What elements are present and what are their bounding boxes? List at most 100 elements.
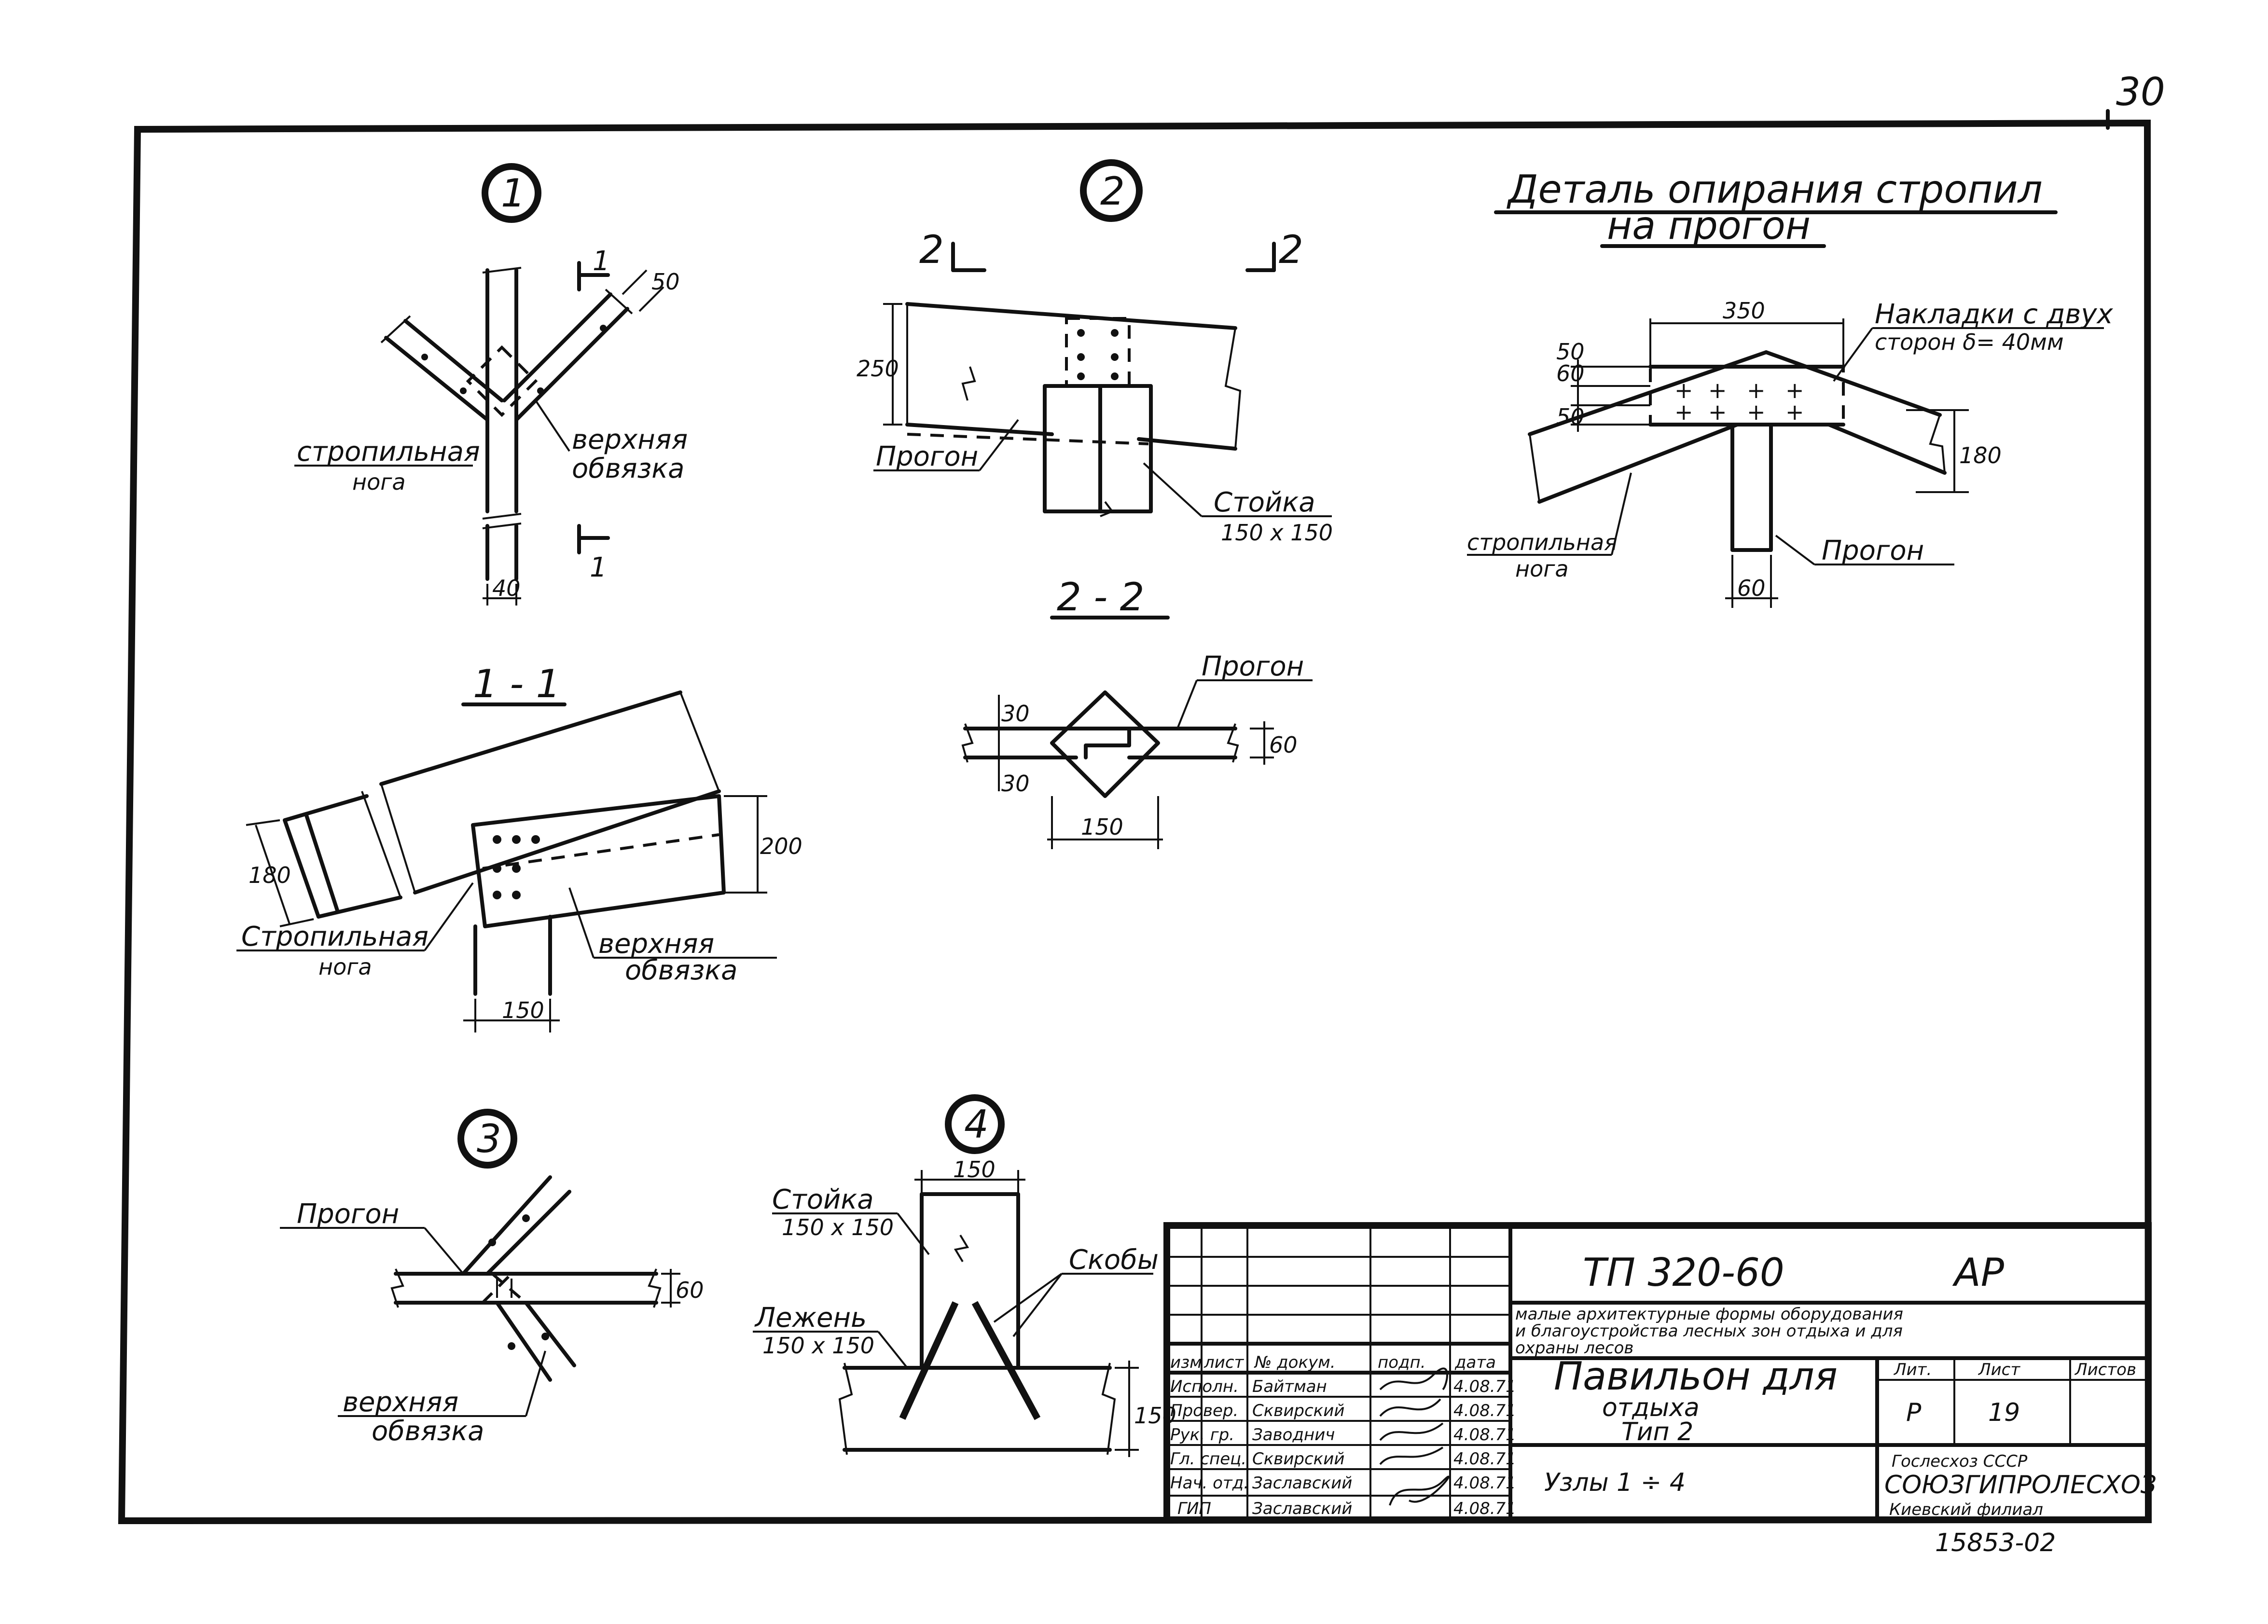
svg-text:+: +: [1747, 399, 1766, 425]
section-2-2-label-purlin: Прогон: [1176, 651, 1313, 729]
node-2-section-mark-left: 2: [919, 227, 944, 272]
title-block-date-2: 4.08.71: [1453, 1401, 1516, 1420]
svg-text:150 х 150: 150 х 150: [782, 1214, 894, 1240]
svg-text:+: +: [1708, 377, 1727, 403]
svg-text:Прогон: Прогон: [297, 1198, 399, 1230]
node-1-dim-width: 40: [492, 575, 521, 601]
detail-rafter-bearing: Деталь опирания стропил на прогон ++++ +…: [1467, 167, 2114, 608]
sheet-number: 30: [2116, 69, 2165, 114]
title-block-role-5: Нач. отд.: [1170, 1473, 1249, 1493]
title-block-sheet-title: Узлы 1 ÷ 4: [1544, 1468, 1686, 1497]
title-block-date-3: 4.08.71: [1453, 1425, 1516, 1445]
node-3: 3 60 Прогон: [280, 1109, 704, 1447]
node-3-label-plate: верхняя обвязка: [338, 1350, 546, 1447]
section-2-2-dim-right: 60: [1269, 732, 1298, 758]
node-2: 2: [857, 159, 1333, 546]
detail-dim-top: 350: [1723, 298, 1765, 324]
svg-text:+: +: [1674, 377, 1693, 403]
node-4-dim-top: 150: [953, 1156, 996, 1183]
title-block-col-doc: № докум.: [1254, 1353, 1336, 1372]
node-3-geometry: [390, 1175, 680, 1382]
svg-text:150 х 150: 150 х 150: [762, 1333, 874, 1359]
title-block-doc-mark: АР: [1952, 1250, 2005, 1295]
node-2-marker: 2: [1080, 159, 1143, 222]
svg-text:нога: нога: [318, 954, 372, 980]
node-4-geometry: [838, 1170, 1139, 1457]
inventory-number: 15853-02: [1935, 1528, 2056, 1557]
svg-text:верхняя: верхняя: [343, 1387, 458, 1418]
title-block-name-6: Заславский: [1252, 1499, 1352, 1518]
section-2-2-geometry: [961, 690, 1274, 849]
node-1: 1: [294, 163, 688, 606]
title-block-lit-header: Лит.: [1893, 1360, 1932, 1379]
node-4: 4 150 150 Стойка 150 х 150: [753, 1094, 1176, 1457]
title-block-name-3: Заводнич: [1252, 1425, 1335, 1445]
section-1-1-dim-h1: 180: [249, 862, 291, 888]
svg-text:Стропильная: Стропильная: [241, 921, 429, 952]
node-2-section-mark-right: 2: [1279, 227, 1303, 272]
svg-text:+: +: [1747, 377, 1766, 403]
title-block-role-6: ГИП: [1177, 1499, 1211, 1518]
section-2-2: 2 - 2 30 30 60 150: [961, 575, 1313, 849]
detail-dim-left-1: 60: [1556, 360, 1585, 386]
node-3-marker: 3: [457, 1109, 517, 1169]
detail-label-plates: Накладки с двух сторон δ= 40мм: [1833, 299, 2114, 382]
title-block-name-1: Байтман: [1252, 1377, 1327, 1396]
svg-text:+: +: [1785, 399, 1804, 425]
section-1-1-dim-w: 150: [502, 997, 544, 1023]
detail-title-line1: Деталь опирания стропил: [1507, 167, 2043, 212]
svg-text:+: +: [1785, 377, 1804, 403]
title-block-signatures: [1379, 1367, 1450, 1506]
svg-text:+: +: [1674, 399, 1693, 425]
title-block-object-line1: Павильон для: [1554, 1354, 1838, 1399]
svg-text:сторон δ= 40мм: сторон δ= 40мм: [1875, 329, 2064, 355]
node-2-dim-h: 250: [857, 356, 899, 382]
node-1-label-rafter: стропильная нога: [294, 436, 480, 495]
detail-title-line2: на прогон: [1607, 203, 1811, 248]
svg-text:Прогон: Прогон: [1202, 651, 1304, 682]
title-block-sheets-header: Листов: [2074, 1360, 2136, 1379]
title-block-col-sign: подп.: [1378, 1353, 1426, 1372]
title-block-object-line2: отдыха: [1602, 1393, 1700, 1422]
node-3-label-purlin: Прогон: [280, 1198, 464, 1275]
svg-text:верхняя: верхняя: [598, 928, 714, 960]
title-block-date-1: 4.08.71: [1453, 1377, 1516, 1396]
svg-text:нога: нога: [352, 469, 406, 495]
detail-dim-left-3: 50: [1556, 404, 1585, 430]
svg-text:Накладки с двух: Накладки с двух: [1875, 299, 2114, 330]
title-block-name-5: Заславский: [1252, 1473, 1352, 1493]
svg-text:обвязка: обвязка: [572, 453, 684, 484]
node-4-label-staples: Скобы: [993, 1244, 1159, 1337]
detail-dim-bottom: 60: [1737, 575, 1766, 601]
section-1-1-label-rafter: Стропильная нога: [236, 882, 474, 980]
svg-text:обвязка: обвязка: [372, 1416, 484, 1447]
svg-text:4: 4: [964, 1102, 989, 1147]
svg-text:1: 1: [501, 171, 526, 216]
detail-dim-right: 180: [1959, 442, 2002, 468]
node-1-marker: 1: [482, 163, 541, 223]
title-block-project-line1: малые архитектурные формы оборудования: [1515, 1305, 1903, 1324]
section-1-1-geometry: [246, 690, 767, 1032]
title-block-role-1: Исполн.: [1170, 1377, 1239, 1396]
node-1-dim-top: 50: [651, 269, 680, 295]
svg-text:Стойка: Стойка: [772, 1184, 874, 1215]
section-1-1-dim-h2: 200: [760, 833, 802, 859]
svg-text:2: 2: [1100, 169, 1125, 214]
title-block-sheet-value: 19: [1988, 1398, 2020, 1427]
title-block-name-4: Сквирский: [1252, 1449, 1344, 1469]
section-1-1-label-plate: верхняя обвязка: [568, 887, 777, 986]
detail-label-purlin: Прогон: [1775, 535, 1954, 566]
node-4-label-post: Стойка 150 х 150: [772, 1184, 930, 1255]
title-block-col-list: лист: [1203, 1353, 1245, 1372]
section-1-1: 1 - 1: [236, 661, 802, 1032]
title-block-col-date: дата: [1454, 1353, 1496, 1372]
title-block-project-line2: и благоустройства лесных зон отдыха и дл…: [1515, 1321, 1903, 1341]
title-block-org-line3: Киевский филиал: [1889, 1500, 2043, 1519]
svg-text:обвязка: обвязка: [625, 955, 737, 986]
node-1-section-mark-bottom: 1: [590, 552, 607, 583]
title-block-name-2: Сквирский: [1252, 1401, 1344, 1420]
node-2-label-post: Стойка 150 х 150: [1143, 462, 1333, 546]
svg-text:Стойка: Стойка: [1214, 487, 1315, 518]
node-3-dim-right: 60: [676, 1277, 704, 1303]
svg-text:стропильная: стропильная: [297, 436, 480, 468]
